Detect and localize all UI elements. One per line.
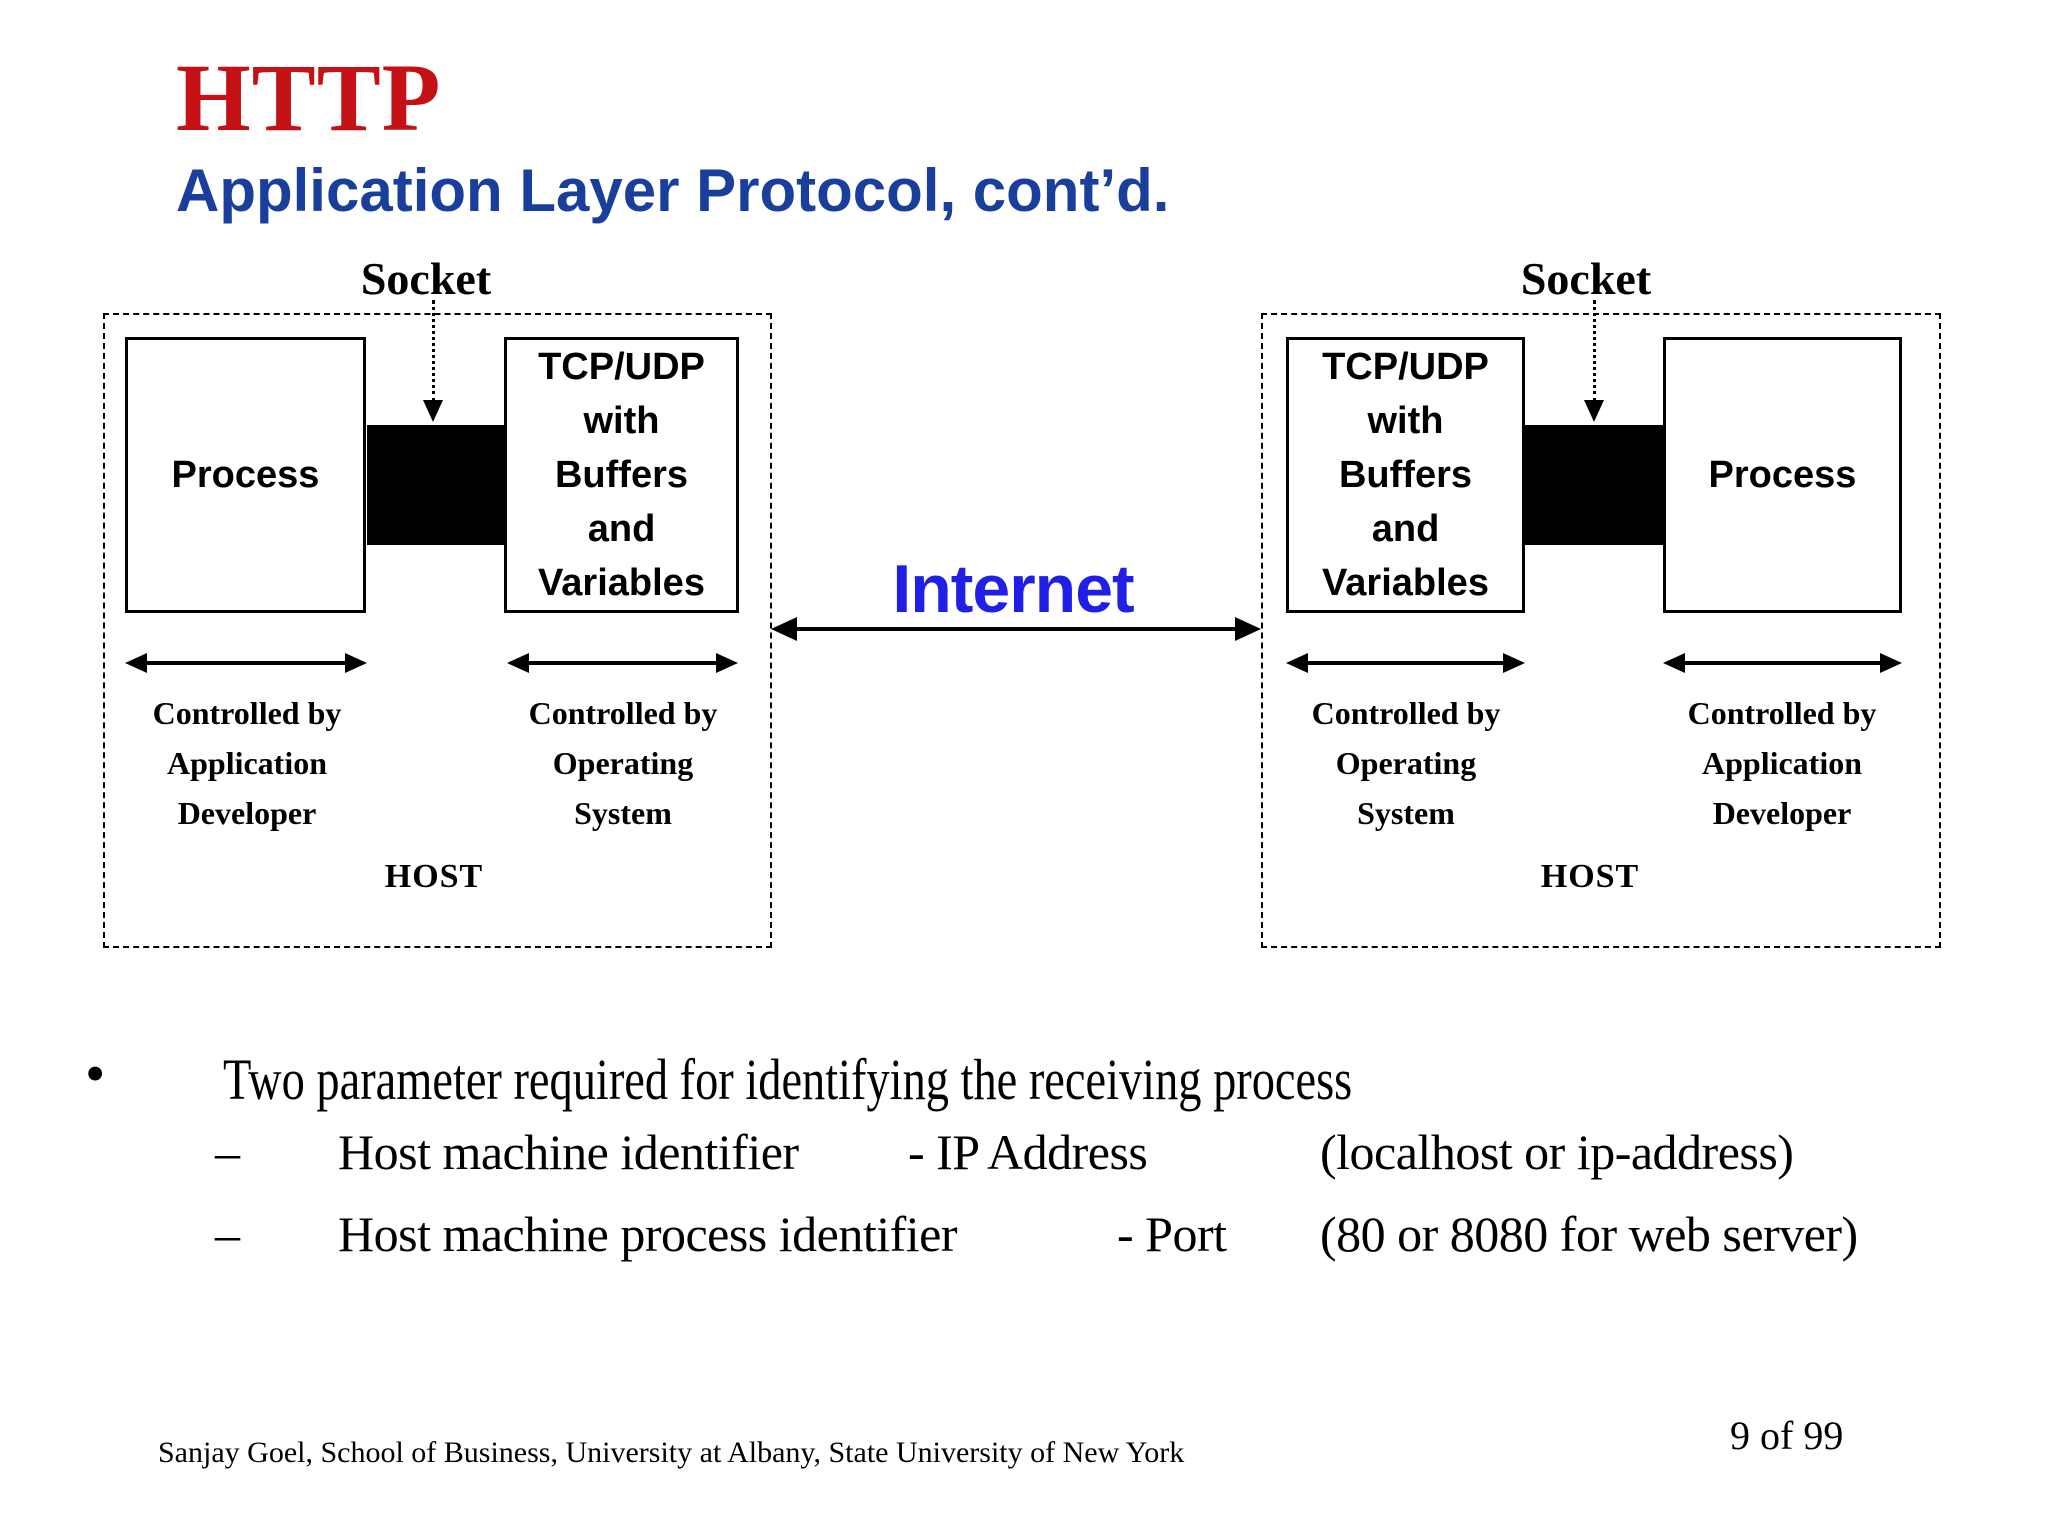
socket-label-right: Socket	[1520, 253, 1652, 304]
caption-right-os: Controlled by Operating System	[1311, 695, 1501, 831]
socket-arrow-left	[421, 300, 445, 425]
tcp-udp-box-right: TCP/UDP with Buffers and Variables	[1286, 337, 1525, 613]
bullet-marker: •	[85, 1041, 106, 1106]
process-box-left: Process	[125, 337, 366, 613]
socket-arrow-right	[1582, 300, 1606, 425]
arrowhead-left-icon	[1286, 653, 1308, 673]
sub-bullet-mid: - Port	[1117, 1206, 1227, 1262]
arrow-bar	[523, 661, 722, 665]
sub-bullet-2: – Host machine process identifier - Port…	[0, 1205, 2048, 1275]
tcp-udp-label: TCP/UDP with Buffers and Variables	[1322, 346, 1489, 604]
span-arrow-right-process	[1663, 653, 1902, 673]
socket-block-left	[367, 425, 504, 545]
sub-bullet-dash: –	[215, 1124, 240, 1180]
arrowhead-right-icon	[1235, 617, 1261, 641]
tcp-udp-label: TCP/UDP with Buffers and Variables	[538, 346, 705, 604]
sub-bullet-paren: (80 or 8080 for web server)	[1320, 1206, 1858, 1262]
arrowhead-down-icon	[423, 400, 443, 422]
arrow-bar	[1679, 661, 1886, 665]
arrowhead-down-icon	[1584, 400, 1604, 422]
arrowhead-right-icon	[345, 653, 367, 673]
span-arrow-left-process	[125, 653, 367, 673]
internet-arrow	[771, 617, 1261, 641]
internet-label: Internet	[892, 551, 1134, 627]
process-box-right: Process	[1663, 337, 1902, 613]
host-label-left: HOST	[384, 858, 484, 895]
dotted-arrow-stem	[432, 300, 435, 402]
dotted-arrow-stem	[1593, 300, 1596, 402]
sub-bullet-text: Host machine process identifier	[338, 1206, 958, 1262]
page-title: HTTP	[176, 44, 442, 151]
arrowhead-right-icon	[1880, 653, 1902, 673]
process-label: Process	[1708, 453, 1857, 496]
caption-left-os: Controlled by Operating System	[528, 695, 718, 831]
arrowhead-right-icon	[716, 653, 738, 673]
arrowhead-right-icon	[1503, 653, 1525, 673]
socket-label-left: Socket	[360, 253, 492, 304]
sub-bullet-1: – Host machine identifier - IP Address (…	[0, 1123, 2048, 1193]
arrow-bar	[1302, 661, 1509, 665]
socket-block-right	[1525, 425, 1663, 545]
process-label: Process	[171, 453, 320, 496]
arrowhead-left-icon	[1663, 653, 1685, 673]
sub-bullet-dash: –	[215, 1206, 240, 1262]
span-arrow-right-tcp	[1286, 653, 1525, 673]
sub-bullet-mid: - IP Address	[908, 1124, 1148, 1180]
host-box-right	[1261, 313, 1941, 948]
span-arrow-left-tcp	[507, 653, 738, 673]
arrowhead-left-icon	[125, 653, 147, 673]
tcp-udp-box-left: TCP/UDP with Buffers and Variables	[504, 337, 739, 613]
caption-right-app-developer: Controlled by Application Developer	[1687, 695, 1877, 831]
page-subtitle: Application Layer Protocol, cont’d.	[176, 157, 1170, 224]
sub-bullet-paren: (localhost or ip-address)	[1320, 1124, 1794, 1180]
footer-credit: Sanjay Goel, School of Business, Univers…	[158, 1436, 1185, 1469]
sub-bullet-text: Host machine identifier	[338, 1124, 799, 1180]
bullet-main-text: Two parameter required for identifying t…	[223, 1047, 1353, 1112]
arrowhead-left-icon	[507, 653, 529, 673]
page-number: 9 of 99	[1730, 1413, 1844, 1458]
arrow-bar	[141, 661, 351, 665]
arrow-bar	[791, 627, 1241, 631]
host-label-right: HOST	[1540, 858, 1640, 895]
caption-left-app-developer: Controlled by Application Developer	[152, 695, 342, 831]
